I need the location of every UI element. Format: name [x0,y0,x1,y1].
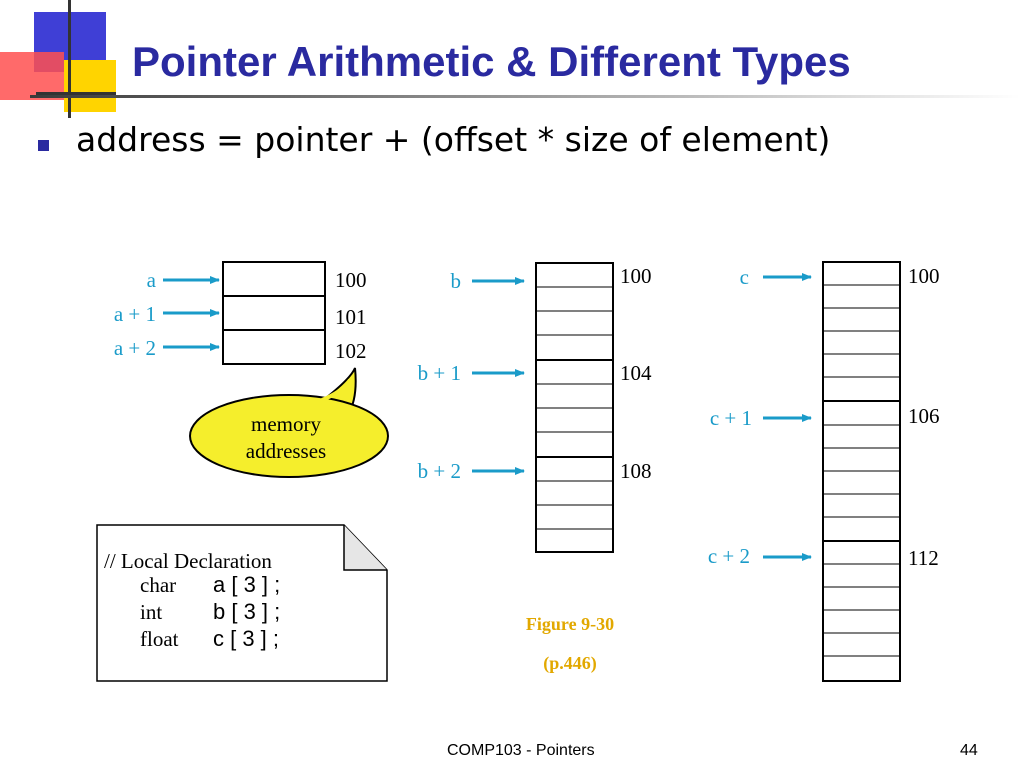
pointer-label-b-plus-1: b + 1 [418,361,461,385]
address-label-a-2: 102 [335,339,367,363]
array-a-cell [222,295,326,331]
bullet-formula: address = pointer + (offset * size of el… [76,120,831,159]
pointer-label-c-plus-2: c + 2 [708,544,750,568]
address-label-a-0: 100 [335,268,367,292]
array-a-cell [222,261,326,297]
declaration-type-int: int [140,600,162,624]
footer-course-title: COMP103 - Pointers [447,742,595,759]
bullet-marker [38,140,49,151]
slide-title: Pointer Arithmetic & Different Types [132,38,851,85]
pointer-label-a: a [147,268,157,292]
memory-addresses-callout [189,367,389,478]
address-label-b-1: 104 [620,361,652,385]
array-c-memory [822,261,901,682]
address-label-a-1: 101 [335,305,367,329]
array-a-memory [222,261,326,365]
corner-vertical-line [68,0,71,118]
declaration-comment: // Local Declaration [104,549,272,573]
pointer-label-a-plus-2: a + 2 [114,336,156,360]
address-label-b-2: 108 [620,459,652,483]
declaration-array-c: c [ 3 ] ; [213,626,279,651]
footer-page-number: 44 [960,742,978,759]
address-label-b-0: 100 [620,264,652,288]
figure-caption: Figure 9-30 [526,614,614,634]
pointer-label-a-plus-1: a + 1 [114,302,156,326]
pointer-label-b-plus-2: b + 2 [418,459,461,483]
array-b-memory [535,262,614,553]
corner-decoration [0,0,120,120]
array-a-cell [222,329,326,365]
corner-yellow-square [64,60,116,112]
declaration-note [96,524,388,682]
corner-horizontal-line [36,92,116,95]
callout-text-line1: memory [251,412,321,436]
declaration-type-char: char [140,573,176,597]
title-underline [30,95,1020,98]
note-folded-corner [343,525,387,571]
callout-bubble [189,394,389,478]
note-frame [96,524,388,682]
address-label-c-0: 100 [908,264,940,288]
pointer-label-b: b [451,269,462,293]
declaration-type-float: float [140,627,179,651]
pointer-label-c-plus-1: c + 1 [710,406,752,430]
address-label-c-1: 106 [908,404,940,428]
address-label-c-2: 112 [908,546,939,570]
callout-text-line2: addresses [246,439,326,463]
figure-page-reference: (p.446) [543,653,597,674]
pointer-label-c: c [740,265,749,289]
declaration-array-a: a [ 3 ] ; [213,572,280,597]
declaration-array-b: b [ 3 ] ; [213,599,280,624]
